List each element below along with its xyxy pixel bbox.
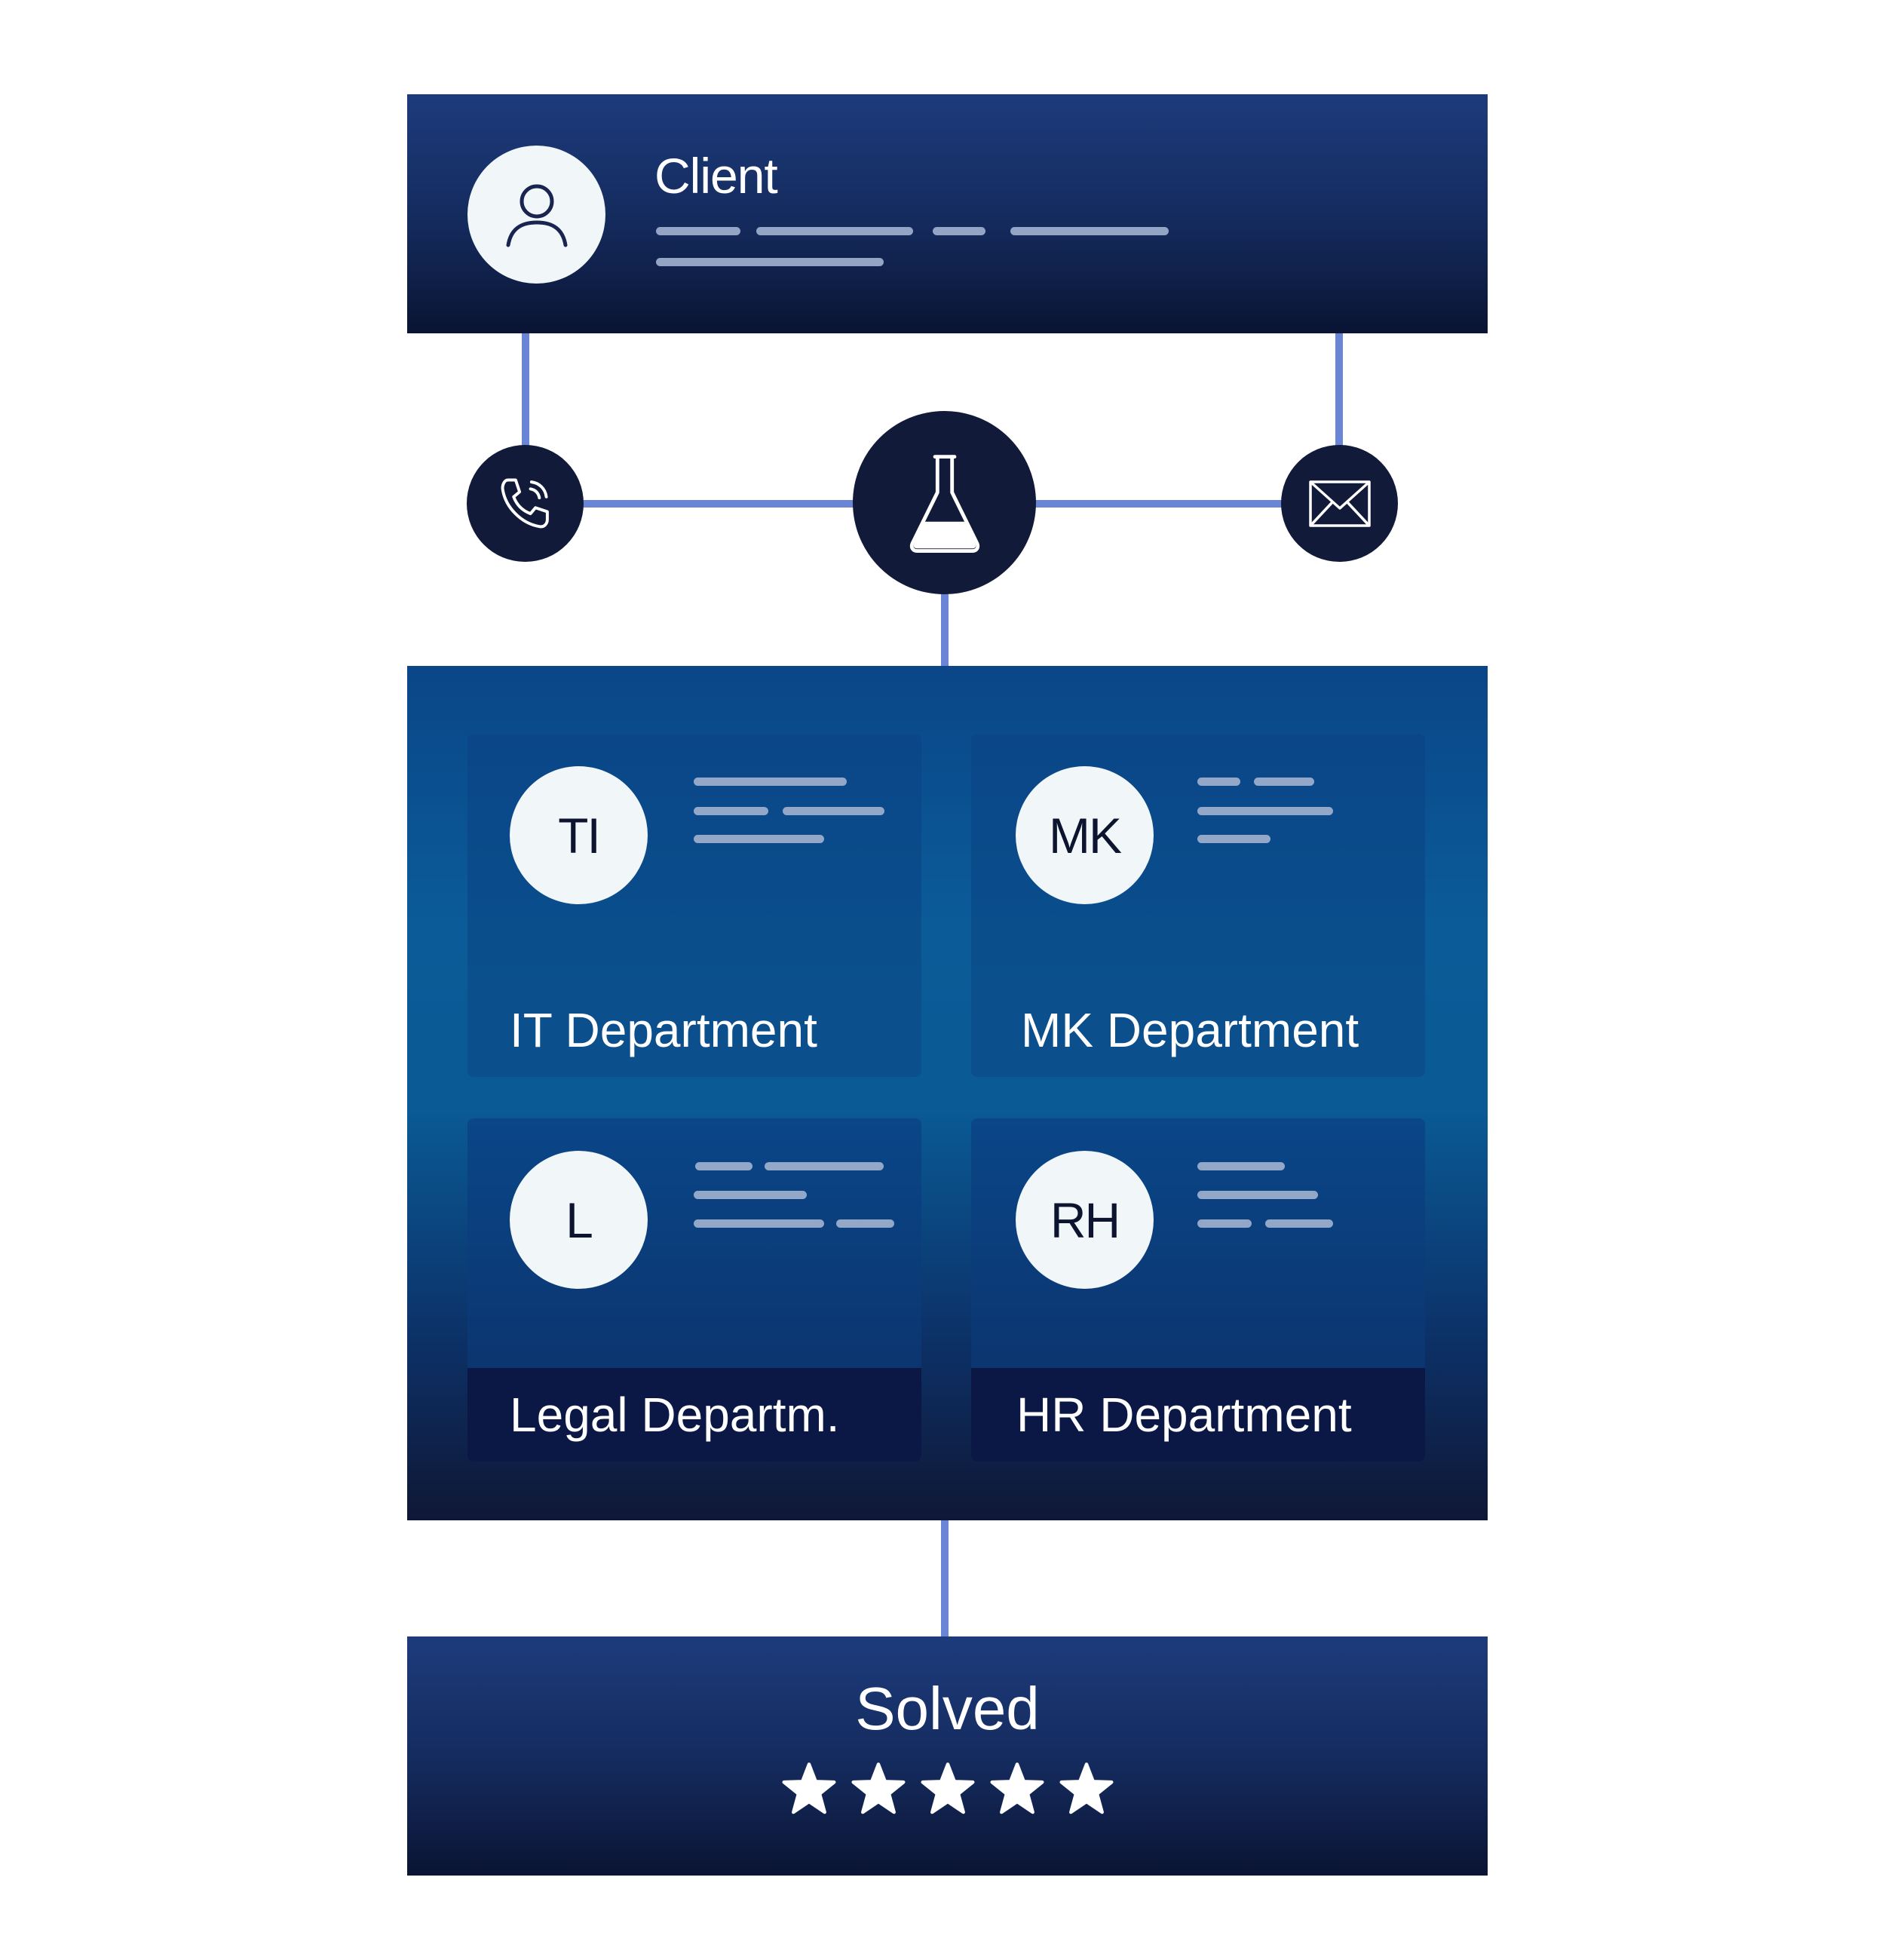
- text-placeholder-line: [756, 227, 913, 235]
- phone-icon: [501, 478, 549, 528]
- text-placeholder-line: [694, 1219, 824, 1228]
- connector-phone-to-lab: [528, 500, 875, 508]
- star-rating: [407, 1761, 1488, 1817]
- email-channel[interactable]: [1281, 445, 1398, 562]
- connector-departments-to-solved: [941, 1520, 949, 1638]
- department-label: IT Department: [467, 983, 921, 1077]
- text-placeholder-line: [1265, 1219, 1333, 1228]
- client-title: Client: [654, 148, 778, 204]
- star-icon: [920, 1762, 975, 1814]
- user-icon: [506, 184, 567, 247]
- solved-panel: Solved: [407, 1636, 1488, 1876]
- connector-lab-to-departments: [941, 588, 949, 667]
- star-icon: [989, 1762, 1044, 1814]
- departments-panel: TI IT Department MK MK Department L Lega…: [407, 666, 1488, 1520]
- star-icon: [851, 1762, 906, 1814]
- connector-client-to-phone: [522, 333, 529, 505]
- text-placeholder-line: [1197, 1162, 1285, 1170]
- text-placeholder-line: [783, 807, 884, 815]
- solved-title: Solved: [855, 1675, 1040, 1742]
- star-icon: [781, 1762, 836, 1814]
- text-placeholder-line: [1010, 227, 1169, 235]
- connector-lab-to-email: [1018, 500, 1342, 508]
- text-placeholder-line: [1197, 835, 1270, 843]
- client-panel: Client: [407, 94, 1488, 333]
- envelope-icon: [1308, 480, 1371, 527]
- client-avatar: [467, 146, 605, 284]
- flask-icon: [909, 454, 979, 553]
- department-avatar: MK: [1016, 766, 1154, 904]
- department-avatar: TI: [510, 766, 648, 904]
- department-card-mk[interactable]: MK MK Department: [971, 734, 1425, 1077]
- department-avatar: RH: [1016, 1151, 1154, 1289]
- text-placeholder-line: [656, 227, 740, 235]
- text-placeholder-line: [694, 807, 768, 815]
- department-card-hr[interactable]: RH HR Department: [971, 1118, 1425, 1462]
- department-avatar: L: [510, 1151, 648, 1289]
- text-placeholder-line: [836, 1219, 894, 1228]
- text-placeholder-line: [695, 1162, 752, 1170]
- lab-channel[interactable]: [853, 411, 1036, 594]
- text-placeholder-line: [694, 835, 824, 843]
- text-placeholder-line: [1254, 778, 1314, 786]
- phone-channel[interactable]: [467, 445, 584, 562]
- star-icon: [1059, 1762, 1114, 1814]
- text-placeholder-line: [656, 258, 884, 266]
- text-placeholder-line: [694, 778, 847, 786]
- text-placeholder-line: [1197, 1219, 1252, 1228]
- text-placeholder-line: [694, 1191, 807, 1199]
- text-placeholder-line: [1197, 1191, 1318, 1199]
- text-placeholder-line: [933, 227, 985, 235]
- text-placeholder-line: [1197, 778, 1240, 786]
- department-label: Legal Departm.: [467, 1368, 921, 1462]
- department-label: MK Department: [971, 983, 1425, 1077]
- text-placeholder-line: [1197, 807, 1333, 815]
- connector-client-to-email: [1335, 333, 1343, 505]
- text-placeholder-line: [765, 1162, 884, 1170]
- department-card-it[interactable]: TI IT Department: [467, 734, 921, 1077]
- department-label: HR Department: [971, 1368, 1425, 1462]
- department-card-legal[interactable]: L Legal Departm.: [467, 1118, 921, 1462]
